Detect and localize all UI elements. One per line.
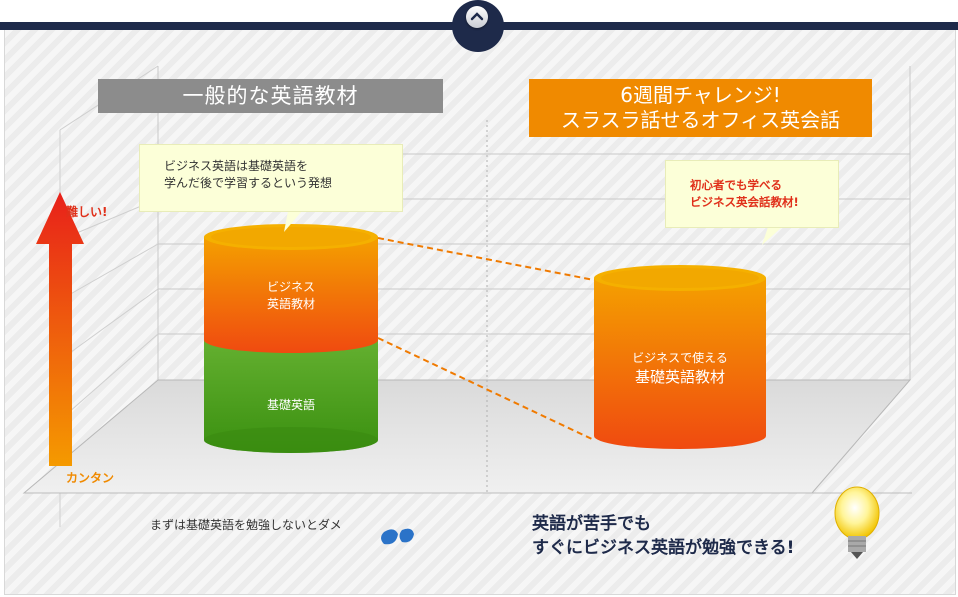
bubble-tail-left xyxy=(284,211,302,232)
sweat-drops-icon xyxy=(381,528,414,545)
cylinder-basic-english xyxy=(204,340,378,453)
bubble-tail-right xyxy=(762,227,782,245)
cylinder-label-office-line2: 基礎英語教材 xyxy=(634,368,725,386)
connector-lines xyxy=(377,237,595,441)
bubble-left-line2: 学んだ後で学習するという発想 xyxy=(164,176,333,190)
note-right-line1: 英語が苦手でも xyxy=(532,514,651,534)
header-challenge-line1: 6週間チャレンジ! xyxy=(620,83,781,107)
header-challenge-line2: スラスラ話せるオフィス英会話 xyxy=(560,108,841,132)
axis-label-hard: 難しい! xyxy=(66,205,108,219)
chevron-up-icon[interactable] xyxy=(466,6,488,28)
cylinder-label-business-line1: ビジネス xyxy=(266,280,315,294)
bubble-right-line1: 初心者でも学べる xyxy=(690,178,782,192)
note-right-line2: すぐにビジネス英語が勉強できる! xyxy=(532,538,795,558)
scroll-top-button[interactable] xyxy=(452,0,504,52)
cylinder-office-english xyxy=(594,265,766,449)
cylinder-label-business-line2: 英語教材 xyxy=(266,297,315,311)
speech-bubble-left: ビジネス英語は基礎英語を 学んだ後で学習するという発想 xyxy=(139,144,403,212)
cylinder-label-business: ビジネス 英語教材 xyxy=(231,279,351,313)
light-bulb-icon xyxy=(834,486,880,559)
cylinder-label-basic: 基礎英語 xyxy=(266,398,315,412)
header-general-materials: 一般的な英語教材 xyxy=(98,79,443,113)
up-arrow-icon xyxy=(36,192,84,466)
bubble-right-line2: ビジネス英会話教材! xyxy=(690,195,799,209)
note-left: まずは基礎英語を勉強しないとダメ xyxy=(150,518,342,532)
cylinder-business-english xyxy=(204,224,378,353)
cylinder-label-office-line1: ビジネスで使える xyxy=(632,351,728,365)
cylinder-label-office: ビジネスで使える 基礎英語教材 xyxy=(600,350,760,387)
speech-bubble-right: 初心者でも学べる ビジネス英会話教材! xyxy=(665,160,839,228)
bubble-left-line1: ビジネス英語は基礎英語を xyxy=(164,159,309,173)
header-challenge: 6週間チャレンジ! スラスラ話せるオフィス英会話 xyxy=(529,79,872,137)
axis-label-easy: カンタン xyxy=(66,471,115,485)
floor xyxy=(22,379,912,494)
note-right: 英語が苦手でも すぐにビジネス英語が勉強できる! xyxy=(532,512,794,560)
